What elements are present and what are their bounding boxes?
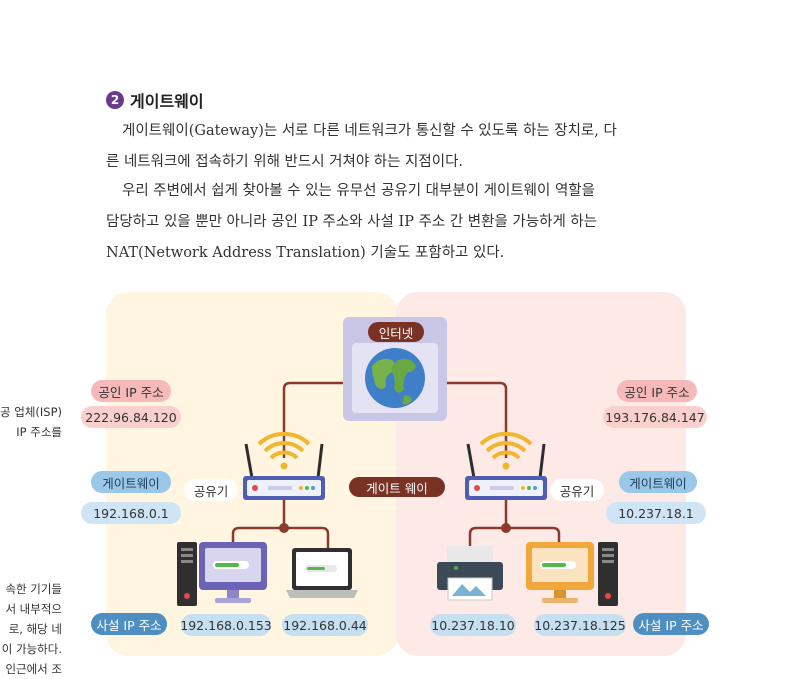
junction-dot-left — [279, 523, 289, 533]
section-heading: 2 게이트웨이 — [106, 88, 204, 112]
paragraph-line: 우리 주변에서 쉽게 찾아볼 수 있는 유무선 공유기 대부분이 게이트웨이 역… — [122, 183, 595, 199]
gateway-center-label: 게이트 웨이 — [349, 477, 445, 497]
paragraph-line: 른 네트워크에 접속하기 위해 반드시 거쳐야 하는 지점이다. — [106, 154, 464, 170]
paragraph-gateway-definition: 게이트웨이(Gateway)는 서로 다른 네트워크가 통신할 수 있도록 하는… — [106, 116, 686, 178]
left-private-ip-label: 사설 IP 주소 — [91, 613, 167, 635]
side-note-top: 공 업체(ISP) IP 주소를 — [0, 402, 62, 442]
side-note-line: 속한 기기들 — [5, 582, 62, 596]
left-public-ip-value: 222.96.84.120 — [81, 406, 181, 428]
side-note-line: IP 주소를 — [16, 425, 62, 439]
side-note-line: 공 업체(ISP) — [0, 405, 62, 419]
right-pc-tower-icon — [598, 542, 618, 606]
left-router-icon — [243, 431, 325, 500]
left-laptop-icon — [286, 548, 358, 598]
right-private-ip-label: 사설 IP 주소 — [633, 613, 709, 635]
left-gateway-ip: 192.168.0.1 — [81, 502, 181, 524]
right-router-icon — [465, 431, 547, 500]
right-router-label: 공유기 — [550, 479, 604, 501]
right-monitor-icon — [526, 542, 594, 603]
left-pc-tower-icon — [177, 542, 197, 606]
junction-dot-right — [501, 523, 511, 533]
side-note-line: 서 내부적으 — [5, 602, 62, 616]
left-device-ip-1: 192.168.0.153 — [180, 614, 272, 636]
paragraph-router-nat: 우리 주변에서 쉽게 찾아볼 수 있는 유무선 공유기 대부분이 게이트웨이 역… — [106, 176, 686, 269]
left-public-ip-label: 공인 IP 주소 — [91, 380, 171, 402]
right-public-ip-label: 공인 IP 주소 — [617, 380, 697, 402]
section-number-badge: 2 — [106, 91, 124, 109]
left-monitor-icon — [199, 542, 267, 603]
printer-icon — [437, 546, 503, 601]
internet-label: 인터넷 — [368, 322, 424, 342]
right-device-ip-2: 10.237.18.125 — [534, 614, 626, 636]
paragraph-line: 담당하고 있을 뿐만 아니라 공인 IP 주소와 사설 IP 주소 간 변환을 … — [106, 214, 598, 230]
left-gateway-label: 게이트웨이 — [91, 471, 171, 493]
right-gateway-label: 게이트웨이 — [619, 471, 697, 493]
right-public-ip-value: 193.176.84.147 — [603, 406, 707, 428]
left-device-ip-2: 192.168.0.44 — [282, 614, 368, 636]
section-title: 게이트웨이 — [130, 92, 204, 111]
internet-globe-icon — [343, 317, 447, 421]
side-note-line: 이 가능하다. — [1, 642, 62, 656]
paragraph-line: 게이트웨이(Gateway)는 서로 다른 네트워크가 통신할 수 있도록 하는… — [122, 123, 617, 139]
right-gateway-ip: 10.237.18.1 — [606, 502, 706, 524]
right-device-ip-1: 10.237.18.10 — [430, 614, 516, 636]
left-router-label: 공유기 — [184, 479, 238, 501]
side-note-line: 로, 해당 네 — [8, 622, 62, 636]
paragraph-line: NAT(Network Address Translation) 기술도 포함하… — [106, 245, 505, 261]
